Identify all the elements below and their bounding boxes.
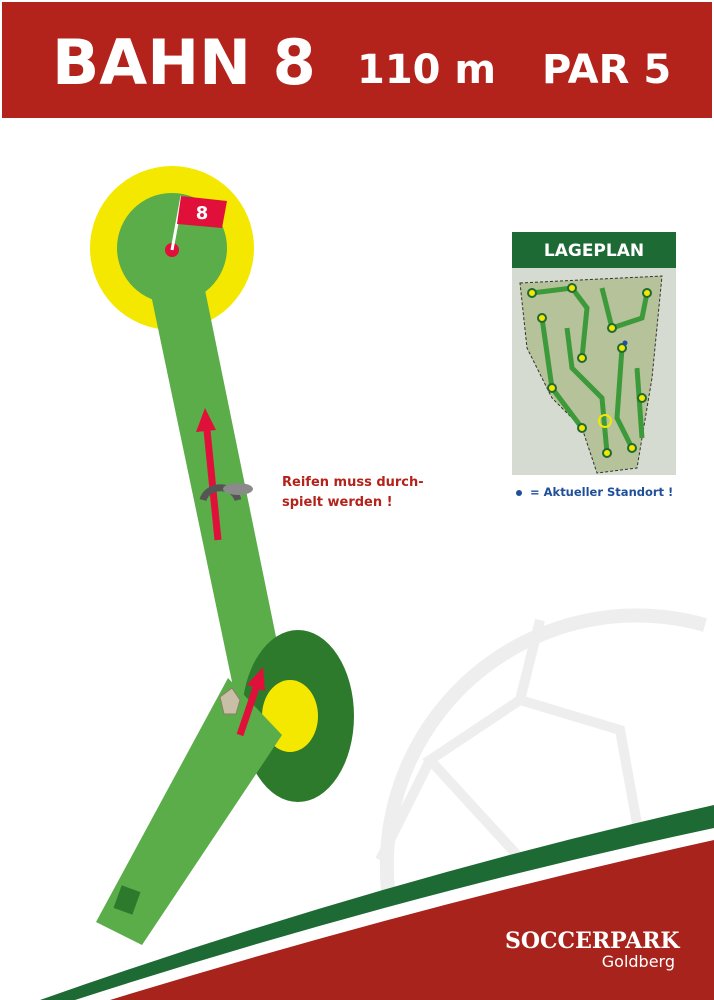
tire-obstacle-icon (199, 483, 253, 502)
location-dot-icon (516, 489, 522, 496)
lower-fairway (96, 678, 282, 945)
obstacle-note: Reifen muss durch- spielt werden ! (282, 473, 424, 513)
logo-sub: Goldberg (601, 952, 675, 971)
site-map-plan (519, 275, 663, 474)
hole-title: BAHN 8 (52, 26, 316, 99)
site-map: LAGEPLAN (512, 232, 676, 475)
red-swoosh (110, 840, 714, 1000)
hole-par: PAR 5 (542, 47, 672, 93)
rock-obstacle-icon (219, 687, 241, 715)
flag-number: 8 (196, 203, 209, 224)
header-banner: BAHN 8 110 m PAR 5 (2, 2, 712, 118)
upper-fairway (150, 290, 292, 720)
tee-box (113, 885, 141, 915)
hole-length: 110 m (357, 47, 497, 93)
direction-arrow-icon (196, 408, 222, 541)
logo-name: SOCCERPARK (505, 928, 680, 954)
obstacle-note-line: spielt werden ! (282, 495, 393, 510)
soccerpark-logo: SOCCERPARK Goldberg (505, 928, 680, 971)
site-map-title: LAGEPLAN (512, 232, 676, 268)
legend-text: = Aktueller Standort ! (530, 485, 674, 499)
site-map-legend: = Aktueller Standort ! (516, 485, 673, 499)
direction-arrow-icon (236, 667, 265, 737)
flag (177, 196, 227, 228)
obstacle-note-line: Reifen muss durch- (282, 475, 424, 490)
